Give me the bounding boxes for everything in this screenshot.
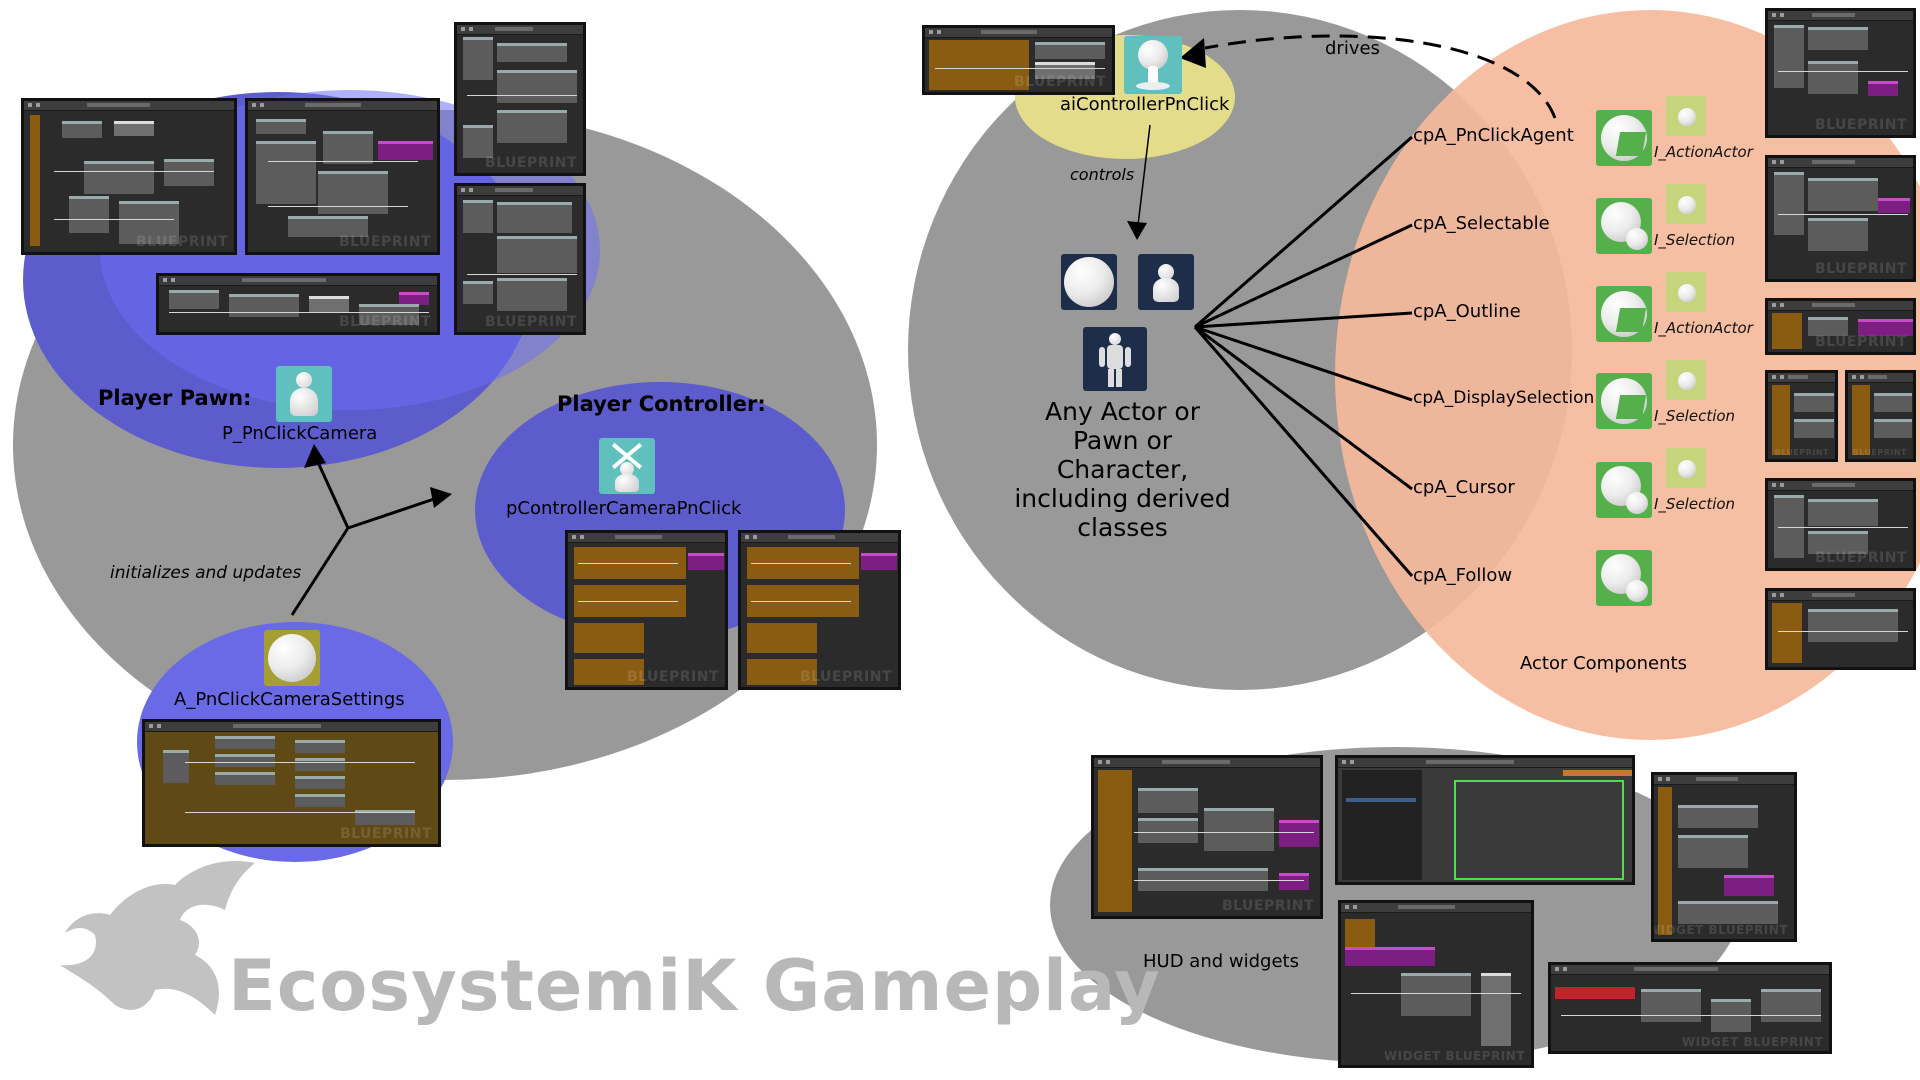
blueprint-thumbnail: BLUEPRINT [1765,298,1916,355]
arrowhead-to-controller [430,487,452,508]
logo-title: EcosystemiK Gameplay [228,945,1161,1027]
editor-screenshot [1335,755,1635,885]
blueprint-watermark: BLUEPRINT [135,234,228,250]
widget-blueprint-watermark: WIDGET BLUEPRINT [1383,1049,1525,1063]
blueprint-thumbnail: BLUEPRINT [142,719,441,847]
interface-icon [1666,184,1706,224]
blueprint-watermark: BLUEPRINT [339,826,432,842]
blueprint-watermark: BLUEPRINT [1814,550,1907,566]
actor-component-icon [1596,286,1652,342]
interface-name: I_Selection [1654,407,1736,425]
blueprint-watermark: BLUEPRINT [1774,448,1829,457]
arrowhead-to-pawn [304,444,326,468]
component-links [1193,135,1414,577]
blueprint-thumbnail: BLUEPRINT [454,183,586,335]
actor-component-icon [1596,462,1652,518]
interface-icon [1666,96,1706,136]
interface-name: I_Selection [1654,495,1736,513]
blueprint-watermark: BLUEPRINT [1221,898,1314,914]
ai-controller-name: aiControllerPnClick [1060,94,1230,115]
blueprint-watermark: BLUEPRINT [338,234,431,250]
controller-icon [599,438,655,494]
component-name: cpA_DisplaySelection [1413,388,1595,408]
interface-name: I_ActionActor [1654,143,1753,161]
blueprint-thumbnail: BLUEPRINT [738,530,901,690]
camera-settings-name: A_PnClickCameraSettings [174,689,405,710]
blueprint-thumbnail [1765,588,1916,670]
blueprint-watermark: BLUEPRINT [799,669,892,685]
ai-controller-icon [1124,36,1182,94]
interface-icon [1666,360,1706,400]
actor-components-label: Actor Components [1520,653,1687,674]
interface-icon [1666,448,1706,488]
component-name: cpA_Selectable [1413,213,1550,234]
initializes-arrows [290,457,441,616]
blueprint-watermark: BLUEPRINT [484,314,577,330]
player-controller-header: Player Controller: [557,392,766,416]
blueprint-thumbnail: BLUEPRINT [1845,370,1916,462]
blueprint-thumbnail: BLUEPRINT [922,25,1115,95]
sphere-actor-icon [1061,254,1117,310]
component-name: cpA_Follow [1413,565,1513,586]
blueprint-thumbnail: BLUEPRINT [21,98,237,255]
hud-label: HUD and widgets [1143,951,1299,972]
pawn-icon [1138,254,1194,310]
interface-name: I_Selection [1654,231,1736,249]
widget-blueprint-watermark: WIDGET BLUEPRINT [1651,923,1788,937]
blueprint-thumbnail: BLUEPRINT [454,22,586,176]
blueprint-watermark: BLUEPRINT [1814,261,1907,277]
component-name: cpA_Outline [1413,301,1521,322]
blueprint-watermark: BLUEPRINT [1814,334,1907,350]
blueprint-thumbnail: BLUEPRINT [156,273,440,335]
blueprint-thumbnail: BLUEPRINT [1765,478,1916,571]
blueprint-watermark: BLUEPRINT [338,314,431,330]
actor-component-icon [1596,110,1652,166]
controls-label: controls [1070,165,1135,184]
blueprint-thumbnail: BLUEPRINT [1091,755,1323,919]
blueprint-thumbnail: WIDGET BLUEPRINT [1338,900,1534,1068]
actor-component-icon [1596,373,1652,429]
blueprint-thumbnail: BLUEPRINT [565,530,728,690]
any-actor-text: Any Actor or Pawn or Character, includin… [1014,397,1231,542]
blueprint-thumbnail: BLUEPRINT [245,98,440,255]
blueprint-thumbnail: WIDGET BLUEPRINT [1651,772,1797,942]
component-name: cpA_PnClickAgent [1413,125,1574,146]
drives-label: drives [1325,38,1380,59]
blueprint-watermark: BLUEPRINT [484,155,577,171]
player-pawn-name: P_PnClickCamera [222,423,378,444]
controls-arrow [1137,124,1151,226]
blueprint-watermark: BLUEPRINT [1814,117,1907,133]
widget-blueprint-watermark: WIDGET BLUEPRINT [1681,1035,1823,1049]
blueprint-thumbnail: BLUEPRINT [1765,370,1838,462]
drives-arrowhead [1180,38,1206,68]
blueprint-watermark: BLUEPRINT [1013,74,1106,90]
player-controller-name: pControllerCameraPnClick [506,498,742,519]
pawn-icon [276,366,332,422]
blueprint-thumbnail: WIDGET BLUEPRINT [1548,962,1832,1054]
blueprint-thumbnail: BLUEPRINT [1765,8,1916,138]
interface-name: I_ActionActor [1654,319,1753,337]
drives-arrow [1204,34,1557,119]
player-pawn-header: Player Pawn: [98,386,252,410]
sphere-actor-icon [264,630,320,686]
character-icon [1083,327,1147,391]
blueprint-thumbnail: BLUEPRINT [1765,155,1916,282]
component-name: cpA_Cursor [1413,477,1515,498]
initializes-label: initializes and updates [110,563,302,583]
controls-arrowhead [1127,221,1147,240]
blueprint-watermark: BLUEPRINT [626,669,719,685]
dragon-logo [60,861,255,1015]
blueprint-watermark: BLUEPRINT [1852,448,1907,457]
actor-component-icon [1596,198,1652,254]
actor-component-icon [1596,550,1652,606]
interface-icon [1666,272,1706,312]
